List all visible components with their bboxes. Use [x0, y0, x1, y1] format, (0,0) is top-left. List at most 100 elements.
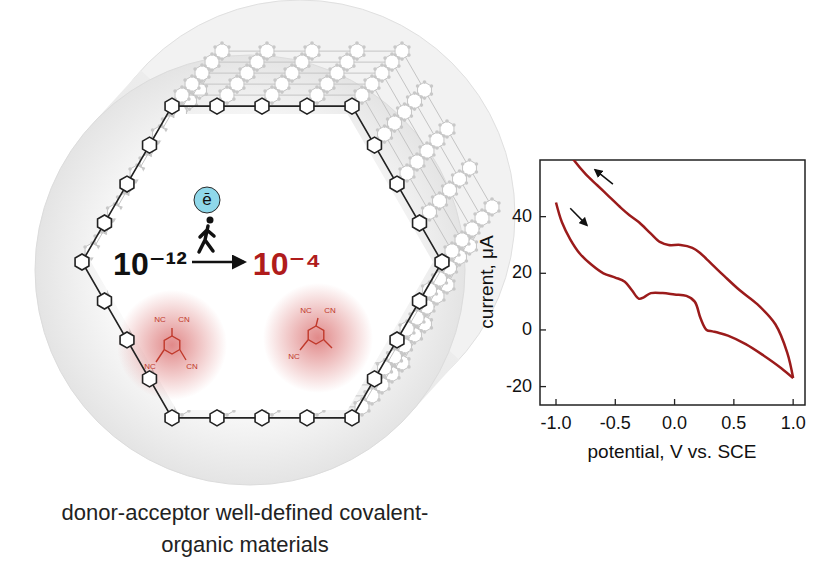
- atom: [303, 45, 307, 49]
- atom: [412, 175, 416, 179]
- benzene-ring: [345, 98, 359, 114]
- atom: [151, 128, 155, 132]
- tick-mark: [792, 399, 793, 405]
- atom: [225, 85, 229, 89]
- atom: [273, 78, 277, 82]
- atom: [380, 79, 384, 83]
- atom: [195, 95, 199, 99]
- atom: [442, 134, 446, 138]
- benzene-ring: [143, 371, 157, 387]
- atom: [407, 357, 411, 361]
- atom: [428, 296, 432, 300]
- atom: [386, 117, 390, 121]
- benzene-ring: [413, 215, 427, 231]
- atom: [210, 68, 214, 72]
- conductivity-value: 10⁻¹²: [113, 247, 187, 282]
- atom: [328, 67, 332, 71]
- atom: [435, 206, 439, 210]
- atom: [415, 168, 419, 172]
- atom: [360, 413, 364, 417]
- atom: [415, 152, 419, 156]
- atom: [252, 67, 256, 71]
- atom: [265, 41, 269, 45]
- atom: [322, 89, 326, 93]
- cylinder-front: [35, 55, 465, 485]
- atom: [200, 79, 204, 83]
- atom: [353, 89, 357, 93]
- atom: [187, 97, 191, 101]
- atom: [432, 301, 436, 305]
- stacked-layers: [83, 41, 500, 416]
- atom: [435, 302, 439, 306]
- atom: [438, 191, 442, 195]
- benzene-ring: [300, 410, 314, 426]
- atom: [383, 124, 387, 128]
- atom: [370, 90, 374, 94]
- atom: [367, 97, 371, 101]
- atom: [420, 329, 424, 333]
- atom: [380, 391, 384, 395]
- atom: [362, 53, 366, 57]
- tick-label: 0.0: [662, 414, 687, 434]
- atom: [397, 368, 401, 372]
- benzene-ring: [413, 293, 427, 309]
- nitrile-group: NC: [288, 353, 300, 362]
- atom: [173, 89, 177, 93]
- atom: [377, 86, 381, 90]
- atom: [400, 41, 404, 45]
- nitrile-group: CN: [324, 307, 336, 316]
- benzene-ring: [255, 98, 269, 114]
- atom: [413, 91, 417, 95]
- atom: [198, 96, 202, 100]
- atom: [420, 95, 424, 99]
- nitrile-group: CN: [186, 363, 198, 372]
- atom: [225, 101, 229, 105]
- atom: [442, 298, 446, 302]
- atom: [445, 273, 449, 277]
- benzene-ring: [143, 137, 157, 153]
- atom: [245, 63, 249, 67]
- atom: [242, 86, 246, 90]
- tick-mark: [540, 329, 546, 330]
- benzene-ring: [98, 293, 112, 309]
- atom: [245, 79, 249, 83]
- atom: [428, 134, 432, 138]
- tick-mark: [555, 399, 556, 405]
- plot-frame: [540, 160, 805, 405]
- atom: [441, 184, 445, 188]
- atom: [393, 129, 397, 133]
- atom: [480, 224, 484, 228]
- atom: [425, 141, 429, 145]
- atom: [405, 335, 409, 339]
- atom: [430, 92, 434, 96]
- atom: [438, 207, 442, 211]
- atom: [453, 234, 457, 238]
- nitrile-group: NC: [154, 316, 166, 325]
- atom: [377, 398, 381, 402]
- atom: [408, 156, 412, 160]
- atom: [400, 57, 404, 61]
- atom: [390, 136, 394, 140]
- atom: [467, 242, 471, 246]
- atom: [400, 351, 404, 355]
- benzene-ring: [368, 137, 382, 153]
- benzene-ring: [165, 98, 179, 114]
- atom: [465, 259, 469, 263]
- atom: [272, 45, 276, 49]
- atom: [458, 169, 462, 173]
- atom: [445, 203, 449, 207]
- benzene-ring: [120, 176, 134, 192]
- atom: [432, 153, 436, 157]
- atom: [220, 57, 224, 61]
- atom: [370, 402, 374, 406]
- figure-head: [207, 217, 214, 224]
- atom: [422, 320, 426, 324]
- atom: [390, 362, 394, 366]
- atom: [183, 78, 187, 82]
- atom: [332, 78, 336, 82]
- tick-mark: [615, 399, 616, 405]
- atom: [220, 41, 224, 45]
- atom: [470, 235, 474, 239]
- atom: [445, 291, 449, 295]
